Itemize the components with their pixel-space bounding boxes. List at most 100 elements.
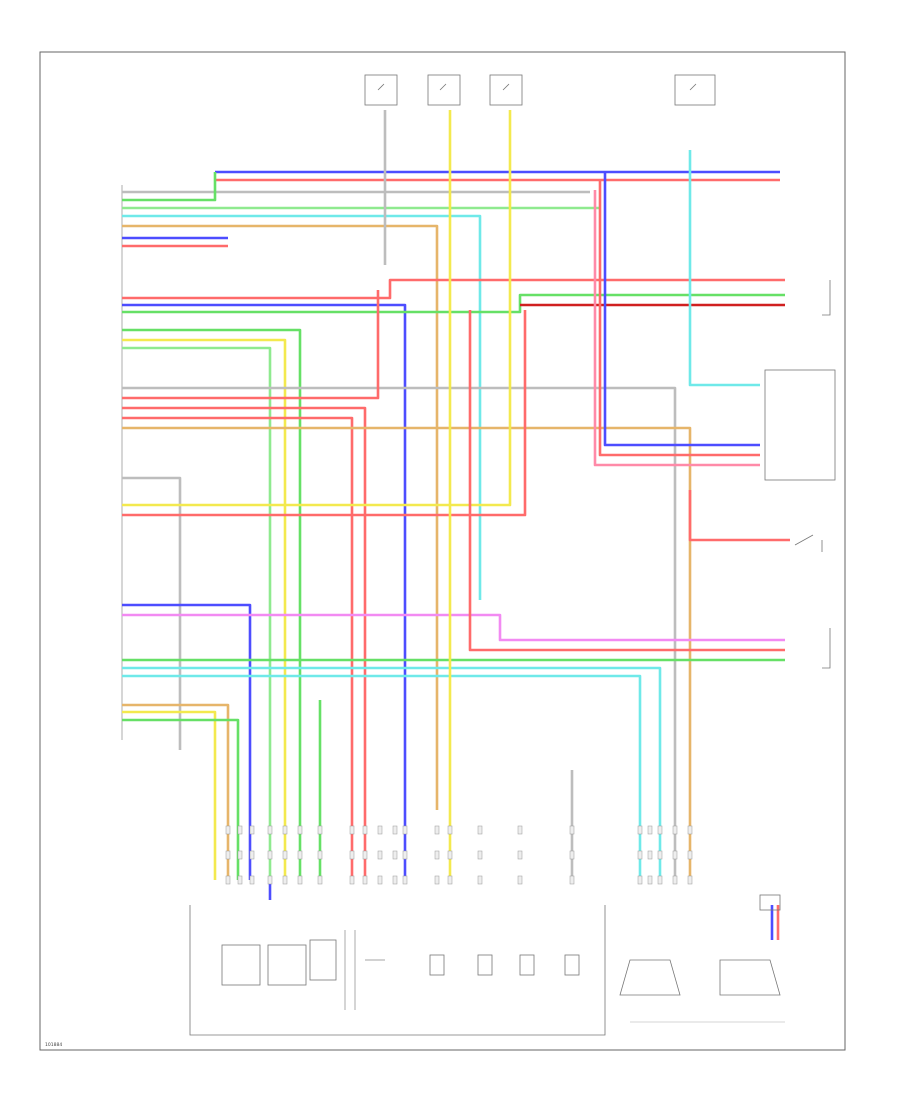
- connector-pin-0-20: [672, 825, 678, 835]
- connector-pin-0-8: [362, 825, 368, 835]
- connector-pin-1-18: [647, 850, 653, 860]
- wire-red-9: [122, 278, 785, 300]
- connector-pin-2-13: [447, 875, 453, 885]
- connector-pin-2-2: [249, 875, 255, 885]
- connector-pin-0-7: [349, 825, 355, 835]
- connector-pin-0-13: [447, 825, 453, 835]
- wire-red-27: [122, 310, 527, 517]
- range-switch-left: [619, 959, 681, 996]
- wire-cyan-5: [122, 214, 482, 600]
- pressure-sensor-box: [221, 944, 261, 986]
- connector-pin-1-5: [297, 850, 303, 860]
- wire-magenta-30: [122, 613, 785, 642]
- wire-green-13: [122, 328, 302, 880]
- wire-blue-22: [603, 172, 760, 447]
- connector-pin-2-19: [657, 875, 663, 885]
- connector-pin-0-0: [225, 825, 231, 835]
- connector-pin-1-6: [317, 850, 323, 860]
- connector-pin-0-10: [392, 825, 398, 835]
- wire-light_green-15: [122, 346, 272, 880]
- connector-pin-0-18: [647, 825, 653, 835]
- connector-pin-2-17: [637, 875, 643, 885]
- ground-straps: [344, 930, 385, 1010]
- connector-pin-2-15: [517, 875, 523, 885]
- connector-pin-2-5: [297, 875, 303, 885]
- wire-cyan-33: [122, 666, 662, 880]
- connector-pin-1-17: [637, 850, 643, 860]
- wire-red-28: [688, 490, 790, 542]
- connector-pin-2-6: [317, 875, 323, 885]
- connector-pin-2-10: [392, 875, 398, 885]
- connector-pin-2-20: [672, 875, 678, 885]
- connector-pin-0-12: [434, 825, 440, 835]
- connector-pin-1-12: [434, 850, 440, 860]
- connector-pin-0-1: [237, 825, 243, 835]
- connector-pin-1-16: [569, 850, 575, 860]
- fuse-box-4: [674, 74, 716, 106]
- connector-pin-0-4: [282, 825, 288, 835]
- connector-pin-1-1: [237, 850, 243, 860]
- connector-pin-0-3: [267, 825, 273, 835]
- connector-pin-2-9: [377, 875, 383, 885]
- wire-layer: [122, 110, 790, 940]
- wire-cyan-16: [688, 150, 760, 387]
- connector-pin-0-14: [477, 825, 483, 835]
- wire-orange-35: [122, 703, 230, 880]
- wire-blue-29: [122, 603, 252, 880]
- solenoid-box: [309, 939, 337, 981]
- connector-pin-2-8: [362, 875, 368, 885]
- wire-green-11: [122, 293, 785, 314]
- wire-red-31: [468, 310, 785, 652]
- connector-pin-0-21: [687, 825, 693, 835]
- connector-pin-1-11: [402, 850, 408, 860]
- connector-pin-1-2: [249, 850, 255, 860]
- wire-orange-21: [122, 426, 692, 880]
- transmission-assembly: [189, 894, 785, 1036]
- shift-lock-connector: [759, 894, 781, 911]
- connector-pin-2-0: [225, 875, 231, 885]
- connector-pin-0-17: [637, 825, 643, 835]
- fuse-box-2: [427, 74, 461, 106]
- wire-yellow-14: [122, 338, 287, 880]
- connector-pin-1-21: [687, 850, 693, 860]
- wire-yellow-26: [122, 110, 512, 507]
- connector-pin-2-16: [569, 875, 575, 885]
- wire-red-18: [122, 290, 380, 400]
- connector-pin-1-10: [392, 850, 398, 860]
- connector-pin-1-13: [447, 850, 453, 860]
- atf-temp-sensor-box: [267, 944, 307, 986]
- figure-id: 101884: [45, 1042, 62, 1048]
- wire-red-20: [122, 416, 354, 880]
- right-components: [764, 280, 836, 669]
- fuse-box-1: [364, 74, 398, 106]
- wire-blue-10: [122, 303, 407, 880]
- connector-pin-0-19: [657, 825, 663, 835]
- fuse-box-3: [489, 74, 523, 106]
- wire-green-3: [122, 172, 217, 202]
- connector-pin-0-2: [249, 825, 255, 835]
- wire-orange-6: [122, 224, 439, 810]
- solenoid-c: [519, 954, 535, 976]
- solenoid-b: [477, 954, 493, 976]
- connector-pin-1-0: [225, 850, 231, 860]
- solenoid-d: [564, 954, 580, 976]
- connector-pin-2-1: [237, 875, 243, 885]
- connector-pin-1-9: [377, 850, 383, 860]
- overdrive-switch: [794, 534, 823, 552]
- connector-pin-1-8: [362, 850, 368, 860]
- connector-pin-1-14: [477, 850, 483, 860]
- right-connector-2: [822, 628, 831, 669]
- connector-pin-0-11: [402, 825, 408, 835]
- right-connector-1: [822, 280, 831, 316]
- connector-pin-2-18: [647, 875, 653, 885]
- range-switch-right: [719, 959, 781, 996]
- connector-pin-1-7: [349, 850, 355, 860]
- connector-pin-2-11: [402, 875, 408, 885]
- connector-pin-2-12: [434, 875, 440, 885]
- transmission-housing: [189, 905, 606, 1036]
- wire-red-19: [122, 406, 367, 880]
- top-power-section: [364, 74, 716, 106]
- connector-pin-0-9: [377, 825, 383, 835]
- connector-pin-0-16: [569, 825, 575, 835]
